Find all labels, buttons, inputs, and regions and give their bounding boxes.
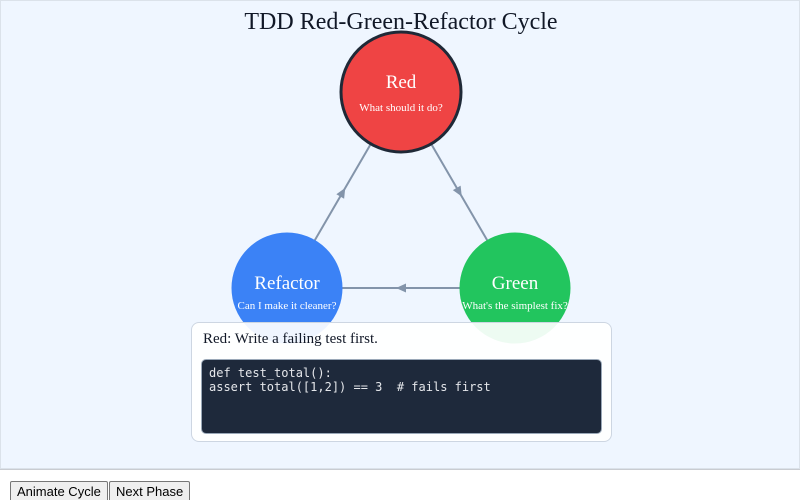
arrowhead-icon bbox=[452, 185, 462, 197]
phase-info-panel: Red: Write a failing test first. def tes… bbox=[191, 322, 612, 442]
phase-node-red bbox=[339, 30, 463, 154]
phase-node-subtitle: What should it do? bbox=[359, 102, 443, 114]
code-line: assert total([1,2]) == 3 # fails first bbox=[209, 380, 491, 394]
arrowhead-icon bbox=[396, 283, 406, 293]
arrowhead-icon bbox=[336, 187, 346, 199]
next-phase-button[interactable]: Next Phase bbox=[109, 481, 191, 500]
code-snippet: def test_total(): assert total([1,2]) ==… bbox=[201, 359, 602, 434]
phase-node-label: Refactor bbox=[254, 273, 320, 294]
phase-node-label: Red bbox=[386, 72, 417, 93]
controls-bar: Animate Cycle Next Phase bbox=[0, 469, 800, 500]
phase-node-subtitle: What's the simplest fix? bbox=[462, 300, 568, 312]
phase-node-subtitle: Can I make it cleaner? bbox=[238, 300, 337, 312]
animate-cycle-button[interactable]: Animate Cycle bbox=[10, 481, 108, 500]
phase-node-label: Green bbox=[492, 273, 539, 294]
code-line: def test_total(): bbox=[209, 366, 332, 380]
phase-caption: Red: Write a failing test first. bbox=[203, 331, 378, 347]
